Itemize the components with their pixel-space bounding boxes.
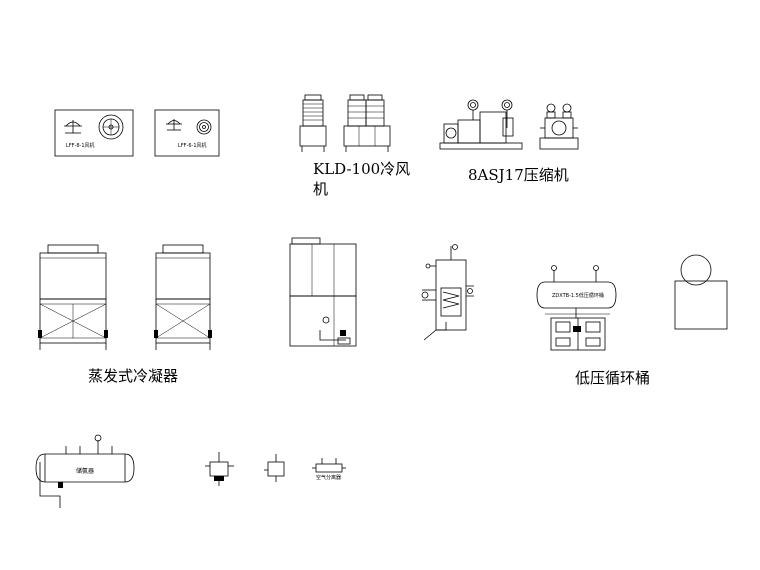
small-vessel-1 — [205, 452, 234, 486]
fan-a-label: LFF-8-1风机 — [66, 143, 95, 149]
air-cooler-label-line1: KLD-100冷风 — [313, 160, 411, 178]
evap-condenser-label: 蒸发式冷凝器 — [88, 367, 179, 385]
air-cooler-side-view — [299, 94, 327, 152]
compressor-end-view — [539, 103, 579, 150]
fan-a-symbol — [54, 109, 134, 157]
low-pressure-drum — [536, 265, 617, 351]
evap-condenser-2 — [154, 244, 212, 350]
evap-condenser-1 — [38, 244, 108, 350]
cabinet-unit — [289, 237, 357, 347]
fan-b-label: LFF-6-1风机 — [178, 143, 207, 149]
drum-inner-label: ZDXTB-1.5低压循环桶 — [552, 293, 604, 299]
vertical-separator — [421, 244, 474, 341]
air-cooler-front-view — [343, 94, 391, 152]
low-pressure-drum-label: 低压循环桶 — [575, 369, 651, 387]
air-separator — [312, 458, 346, 473]
compressor-side-view — [439, 99, 523, 150]
fan-b-symbol — [154, 109, 220, 157]
small-vessel-label: 空气分离器 — [316, 475, 342, 481]
tank-symbol — [674, 254, 728, 330]
compressor-label: 8ASJ17压缩机 — [468, 166, 569, 184]
small-vessel-2 — [264, 454, 285, 482]
air-cooler-label-line2: 机 — [313, 180, 329, 198]
horizontal-receiver — [35, 434, 135, 508]
receiver-inner-label: 储氨器 — [76, 468, 95, 475]
